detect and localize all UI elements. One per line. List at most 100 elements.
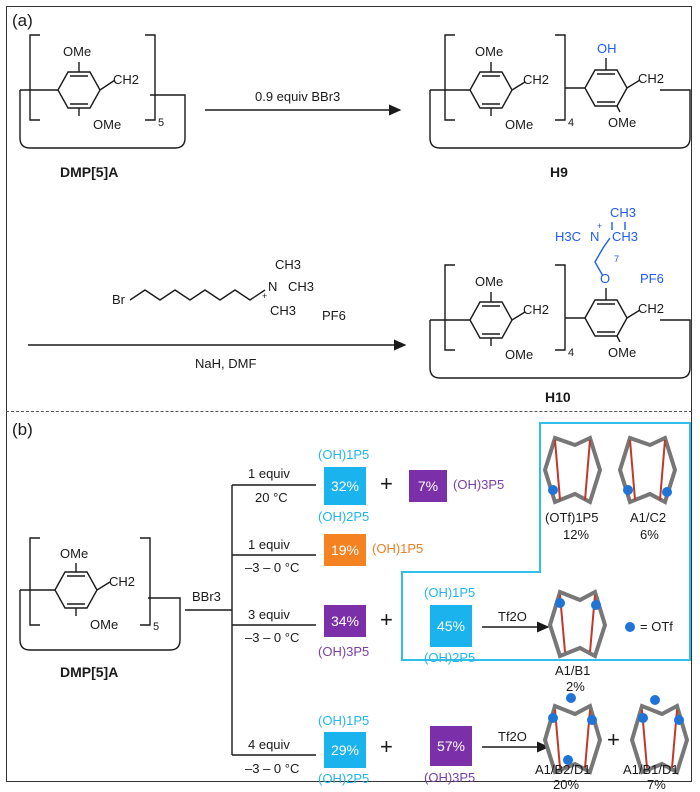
otf-legend: = OTf — [640, 619, 673, 634]
otf1p5-name: (OTf)1P5 — [545, 510, 599, 525]
h10-ch2-left: CH2 — [523, 302, 550, 317]
model-a1b1d1 — [629, 695, 690, 775]
h9-ome-top: OMe — [475, 44, 504, 59]
reagent-bbr3: BBr3 — [192, 589, 221, 604]
dmp5a-structure-a — [19, 34, 186, 149]
h10-ch2-right: CH2 — [638, 301, 665, 316]
ch3-right: CH3 — [288, 279, 315, 294]
inset-frame — [401, 422, 691, 661]
plus-2: + — [380, 607, 393, 632]
b-ome-top: OMe — [60, 546, 89, 561]
dmp5a-structure-b — [19, 537, 181, 651]
branch4-box1-bottom: (OH)2P5 — [318, 771, 370, 786]
conditions-a2: NaH, DMF — [195, 356, 257, 371]
panel-divider — [6, 411, 692, 412]
otf1p5-yield: 12% — [563, 527, 590, 542]
branch4-box2-bottom: (OH)3P5 — [424, 770, 476, 785]
branch1-box1: 32% — [324, 467, 366, 505]
ome-bottom: OMe — [93, 117, 122, 132]
pf6-reagent: PF6 — [322, 308, 346, 323]
a1b1-name: A1/B1 — [555, 663, 591, 678]
h9-ome-bottom: OMe — [505, 117, 534, 132]
h10-structure — [429, 264, 691, 379]
product-name-h10: H10 — [545, 389, 571, 405]
branch2-box1-right: (OH)1P5 — [372, 541, 424, 556]
reactant-name-a: DMP[5]A — [60, 164, 119, 180]
ch2-label: CH2 — [113, 72, 140, 87]
otf-legend-icon — [625, 622, 635, 632]
h10-pf6: PF6 — [640, 271, 664, 286]
h9-structure — [429, 34, 691, 149]
branch4-temp: –3 – 0 °C — [245, 761, 300, 776]
br-label: Br — [112, 292, 125, 307]
h9-oh: OH — [597, 41, 617, 56]
plus-1: + — [380, 471, 393, 496]
branch1-equiv: 1 equiv — [248, 466, 290, 481]
branch4-equiv: 4 equiv — [248, 737, 290, 752]
h9-ch2-right: CH2 — [638, 71, 665, 86]
n-plus: + — [262, 291, 268, 301]
branch3-equiv: 3 equiv — [248, 607, 290, 622]
branch1-box2-right: (OH)3P5 — [453, 477, 505, 492]
a1c2-name: A1/C2 — [630, 510, 667, 525]
a1b2d1-yield: 20% — [553, 777, 580, 792]
h10-ome-right: OMe — [608, 345, 637, 360]
h10-n: N — [590, 229, 600, 244]
branch2-equiv: 1 equiv — [248, 537, 290, 552]
model-a1b2d1 — [542, 693, 603, 775]
branch1-box1-bottom: (OH)2P5 — [318, 509, 370, 524]
model-a1c2 — [617, 435, 678, 505]
h10-n-plus: + — [597, 221, 603, 231]
h9-ch2-left: CH2 — [523, 72, 550, 87]
panel-a-label: (a) — [12, 11, 33, 30]
h10-ome-bottom: OMe — [505, 347, 534, 362]
ch3-bottom: CH3 — [270, 303, 297, 318]
reagent-a1: 0.9 equiv BBr3 — [255, 89, 341, 104]
tf2o-2: Tf2O — [498, 729, 527, 744]
branch3-box2-bottom: (OH)2P5 — [424, 650, 476, 665]
a1b2d1-name: A1/B2/D1 — [535, 762, 591, 777]
branch1-box1-top: (OH)1P5 — [318, 447, 370, 462]
n-label: N — [268, 279, 278, 294]
model-otf1p5 — [542, 435, 603, 505]
panel-b-label: (b) — [12, 420, 33, 439]
ch3-top: CH3 — [275, 257, 302, 272]
branch-lines — [185, 484, 316, 756]
h10-n-ch3-right: CH3 — [612, 229, 639, 244]
branch3-box2-top: (OH)1P5 — [424, 585, 476, 600]
h10-n-ch3-top: CH3 — [610, 205, 637, 220]
b-ch2: CH2 — [109, 574, 136, 589]
branch4-box1: 29% — [324, 732, 366, 768]
a1b1d1-name: A1/B1/D1 — [623, 762, 679, 777]
product-name-h9: H9 — [550, 164, 568, 180]
figure-border — [6, 6, 692, 782]
branch2-box1: 19% — [324, 534, 366, 566]
branch3-box1-bottom: (OH)3P5 — [318, 644, 370, 659]
branch4-box1-top: (OH)1P5 — [318, 713, 370, 728]
plus-3: + — [380, 734, 393, 759]
h10-o: O — [600, 271, 611, 286]
h10-chain-count: 7 — [614, 254, 620, 264]
h10-subscript: 4 — [568, 347, 575, 359]
branch4-box2: 57% — [430, 726, 472, 766]
h10-h3c: H3C — [555, 229, 582, 244]
plus-4: + — [607, 727, 620, 752]
repeat-subscript: 5 — [158, 117, 165, 129]
bromo-chain — [129, 289, 266, 301]
h9-subscript: 4 — [568, 117, 575, 129]
branch3-box2: 45% — [430, 605, 472, 647]
tf2o-1: Tf2O — [498, 609, 527, 624]
h10-linker — [594, 222, 626, 277]
a1c2-yield: 6% — [640, 527, 659, 542]
a1b1d1-yield: 7% — [647, 777, 666, 792]
b-ome-bottom: OMe — [90, 617, 119, 632]
h10-ome-top: OMe — [475, 274, 504, 289]
b-subscript: 5 — [153, 621, 160, 633]
model-a1b1 — [547, 589, 608, 659]
reactant-name-b: DMP[5]A — [60, 664, 119, 680]
branch1-temp: 20 °C — [255, 490, 288, 505]
branch3-temp: –3 – 0 °C — [245, 630, 300, 645]
h9-ome-right: OMe — [608, 115, 637, 130]
